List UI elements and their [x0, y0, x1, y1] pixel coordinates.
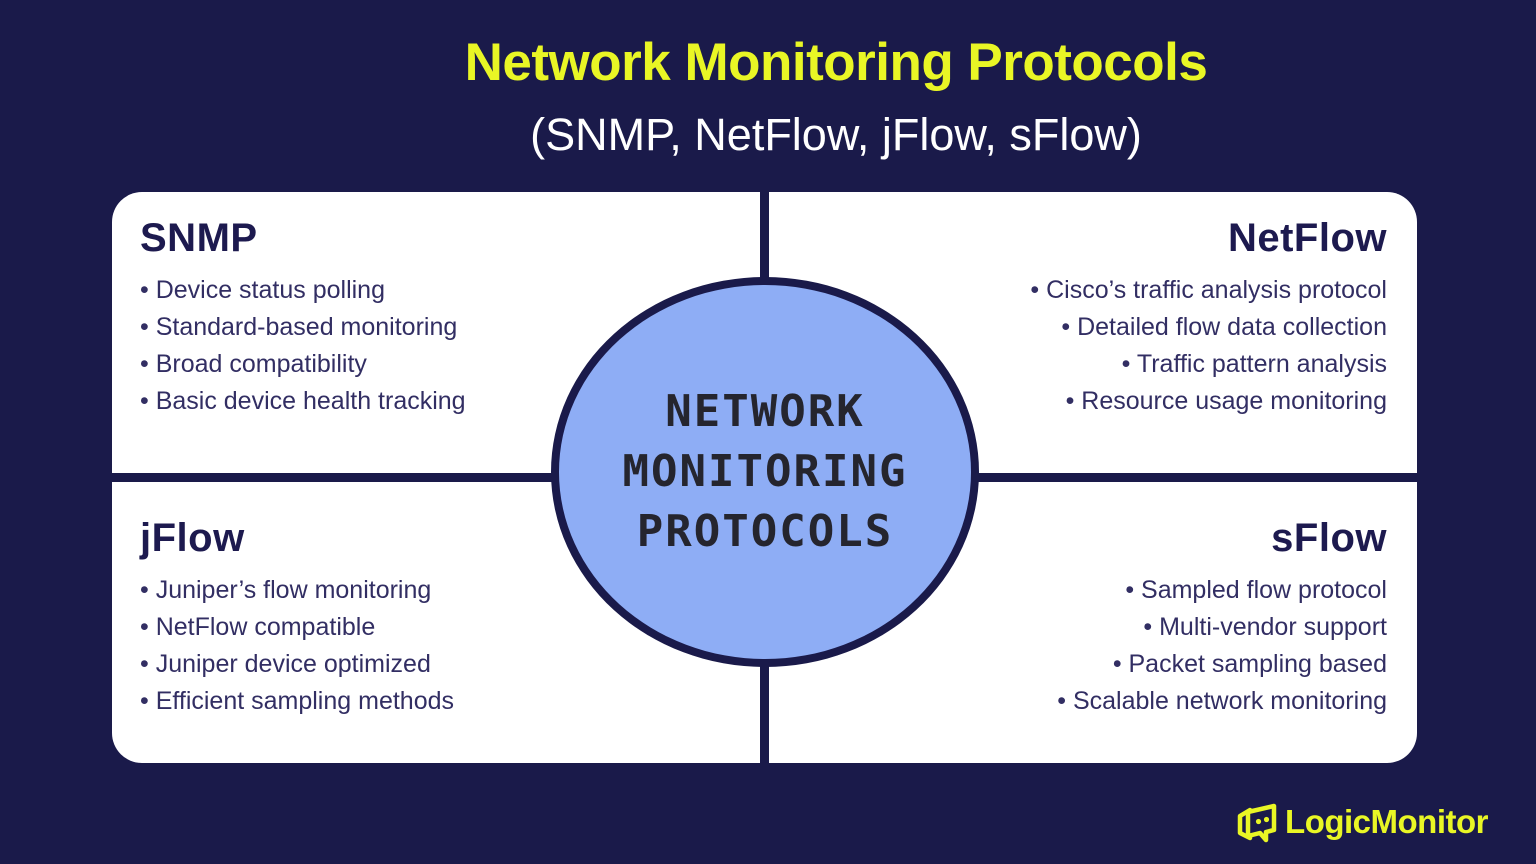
logicmonitor-logo-icon: [1237, 803, 1277, 843]
bullet-item: • Juniper device optimized: [140, 650, 431, 678]
bullet-item: • Detailed flow data collection: [1061, 313, 1387, 341]
page-title: Network Monitoring Protocols: [464, 33, 1208, 92]
center-circle-line: PROTOCOLS: [636, 506, 894, 557]
bullet-item: • NetFlow compatible: [140, 613, 376, 641]
bullet-item: • Broad compatibility: [140, 350, 367, 378]
bullet-item: • Standard-based monitoring: [140, 313, 458, 341]
header: Network Monitoring Protocols (SNMP, NetF…: [68, 32, 1536, 162]
brand-footer: LogicMonitor: [1236, 800, 1488, 844]
bullet-item: • Resource usage monitoring: [1065, 387, 1387, 415]
bullet-list-sflow: • Sampled flow protocol • Multi-vendor su…: [787, 572, 1387, 720]
center-circle-line: MONITORING: [622, 446, 908, 497]
bullet-item: • Packet sampling based: [1112, 650, 1387, 678]
bullet-list-netflow: • Cisco’s traffic analysis protocol • Det…: [787, 272, 1387, 420]
quadrant-title-jflow: jFlow: [140, 516, 245, 560]
quadrant-sflow: sFlow • Sampled flow protocol • Multi-ven…: [787, 516, 1387, 720]
bullet-item: • Scalable network monitoring: [1057, 687, 1387, 715]
quadrant-netflow: NetFlow • Cisco’s traffic analysis proto…: [787, 216, 1387, 420]
bullet-list-jflow: • Juniper’s flow monitoring • NetFlow com…: [140, 572, 740, 720]
brand-name: LogicMonitor: [1285, 803, 1488, 840]
bullet-list-snmp: • Device status polling • Standard-based …: [140, 272, 740, 420]
bullet-item: • Basic device health tracking: [140, 387, 466, 415]
bullet-item: • Device status polling: [140, 276, 385, 304]
bullet-item: • Traffic pattern analysis: [1121, 350, 1387, 378]
center-circle-line: NETWORK: [665, 386, 865, 437]
bullet-item: • Sampled flow protocol: [1125, 576, 1387, 604]
quadrant-snmp: SNMP • Device status polling • Standard-b…: [140, 216, 740, 420]
bullet-item: • Juniper’s flow monitoring: [140, 576, 432, 604]
center-circle: NETWORK MONITORING PROTOCOLS: [551, 277, 979, 667]
quadrant-jflow: jFlow • Juniper’s flow monitoring • NetFl…: [140, 516, 740, 720]
bullet-item: • Efficient sampling methods: [140, 687, 455, 715]
page-subtitle: (SNMP, NetFlow, jFlow, sFlow): [530, 109, 1142, 160]
quadrant-title-sflow: sFlow: [1271, 516, 1387, 560]
quadrant-title-netflow: NetFlow: [1227, 216, 1387, 260]
bullet-item: • Multi-vendor support: [1143, 613, 1387, 641]
quadrant-title-snmp: SNMP: [140, 216, 258, 260]
bullet-item: • Cisco’s traffic analysis protocol: [1030, 276, 1387, 304]
